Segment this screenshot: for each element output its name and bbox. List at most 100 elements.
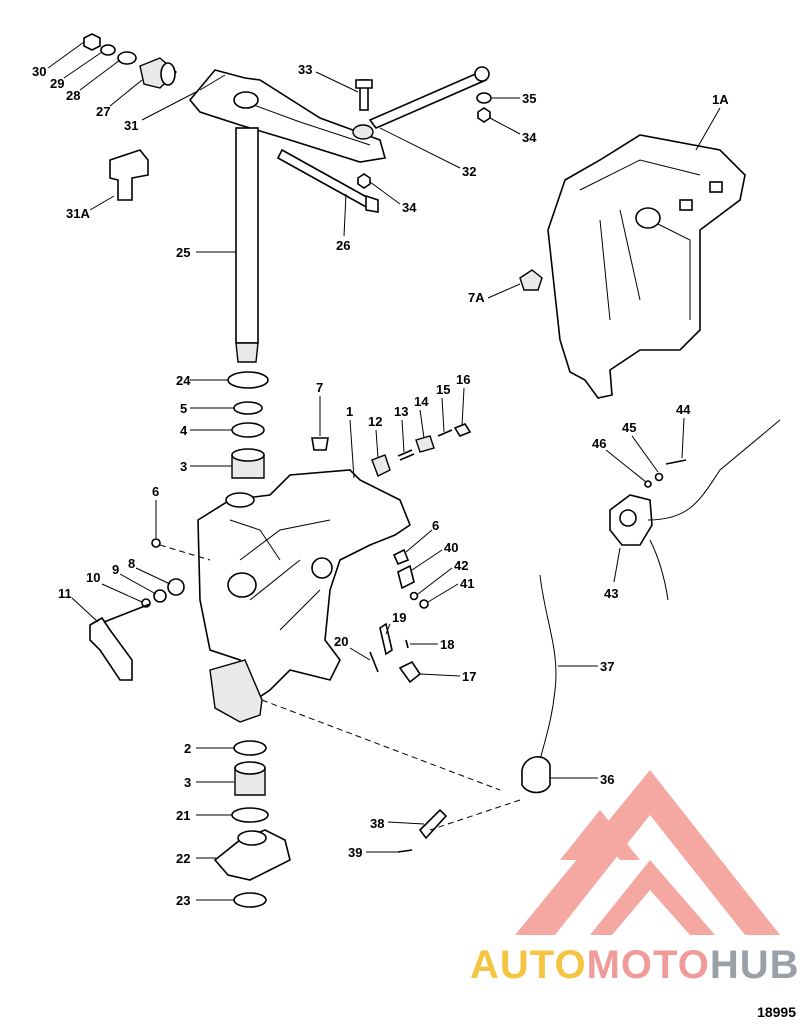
part-steering-arm-edge — [199, 74, 371, 146]
callout-8: 8 — [128, 556, 135, 571]
callout-43: 43 — [604, 586, 618, 601]
leader-19 — [385, 623, 391, 635]
leader-16 — [461, 387, 465, 427]
leader-40 — [411, 549, 443, 571]
part-ring-23 — [233, 892, 267, 908]
leader-26 — [343, 193, 347, 237]
callout-15: 15 — [436, 382, 450, 397]
callout-35: 35 — [522, 91, 536, 106]
trim-sender-group — [397, 419, 781, 853]
part-spring-19 — [379, 622, 393, 656]
leader-28 — [79, 59, 121, 91]
leader-27 — [109, 79, 143, 107]
callout-41: 41 — [460, 576, 474, 591]
part-ring-5 — [233, 401, 263, 415]
swivel-housing — [89, 423, 472, 723]
part-housing-pivot — [311, 557, 333, 579]
part-housing-top-bore — [225, 492, 255, 508]
callout-19: 19 — [392, 610, 406, 625]
part-screw-41 — [419, 599, 429, 609]
leader-12 — [375, 429, 379, 459]
callout-31: 31 — [124, 118, 138, 133]
part-link-rod-ball — [352, 124, 374, 140]
callout-36: 36 — [600, 772, 614, 787]
callout-34-upper: 34 — [522, 130, 537, 145]
part-washer-28 — [117, 51, 137, 65]
leader-7a — [487, 283, 521, 299]
part-clamp-17 — [398, 660, 422, 684]
part-trim-unit-36 — [521, 756, 551, 794]
callout-labels: 30 29 28 27 31 31A 33 35 34 32 34 26 25 … — [32, 62, 729, 908]
callout-46: 46 — [592, 436, 606, 451]
callout-2: 2 — [184, 741, 191, 756]
callout-26: 26 — [336, 238, 350, 253]
part-cable-37 — [539, 574, 557, 761]
part-bushing-3-upper-top — [231, 448, 265, 462]
callout-14: 14 — [414, 394, 429, 409]
leader-1a — [695, 107, 721, 151]
leader-1 — [349, 419, 355, 479]
part-nut-34-lower — [357, 173, 371, 189]
part-fitting-6-left — [151, 538, 161, 548]
part-bushing-3-lower-top — [234, 761, 266, 775]
callout-27: 27 — [96, 104, 110, 119]
part-washer-21 — [231, 807, 269, 823]
callout-17: 17 — [462, 669, 476, 684]
part-swivel-bracket-ribs — [579, 159, 701, 321]
callout-7a: 7A — [468, 290, 485, 305]
brand-hub: HUB — [710, 943, 800, 987]
callout-30: 30 — [32, 64, 46, 79]
drawing-number: 18995 — [757, 1004, 796, 1020]
callout-3-lower: 3 — [184, 775, 191, 790]
callout-4: 4 — [180, 423, 188, 438]
callout-13: 13 — [394, 404, 408, 419]
callout-28: 28 — [66, 88, 80, 103]
part-ring-4 — [231, 422, 265, 438]
callout-20: 20 — [334, 634, 348, 649]
callout-6-right: 6 — [432, 518, 439, 533]
leader-9 — [119, 573, 157, 595]
logo-stripe — [560, 810, 640, 860]
leader-14 — [419, 409, 425, 439]
callout-40: 40 — [444, 540, 458, 555]
callout-18: 18 — [440, 637, 454, 652]
leader-13 — [401, 419, 405, 453]
part-sender-wire — [647, 419, 781, 601]
callout-16: 16 — [456, 372, 470, 387]
steering-arm-group — [83, 33, 492, 363]
part-washer-29 — [100, 44, 116, 56]
leader-6-right — [405, 529, 433, 553]
part-clamp-40 — [397, 564, 415, 590]
leader-30 — [47, 41, 85, 69]
part-seal-24 — [227, 371, 269, 389]
part-swivel-bracket-body — [547, 134, 746, 399]
part-bushing-12 — [371, 454, 391, 477]
part-bolt-33-head — [355, 79, 373, 89]
leader-17 — [419, 673, 461, 677]
leader-29 — [63, 51, 103, 79]
callout-11: 11 — [58, 586, 72, 601]
watermark-logo — [515, 770, 780, 935]
callout-25: 25 — [176, 245, 190, 260]
part-link-rod — [368, 71, 488, 129]
leader-34-upper — [489, 117, 521, 135]
leader-38 — [387, 821, 425, 825]
leader-15 — [441, 397, 445, 433]
callout-42: 42 — [454, 558, 468, 573]
part-tube-splines — [235, 342, 259, 363]
leader-lines — [47, 41, 721, 901]
watermark-brand-text: AUTOMOTOHUB — [470, 943, 800, 987]
callout-3-upper: 3 — [180, 459, 187, 474]
part-swivel-bracket-bore — [635, 207, 661, 229]
leader-31 — [141, 91, 197, 121]
leader-42 — [417, 567, 453, 595]
part-screw-39 — [397, 849, 413, 853]
callout-9: 9 — [112, 562, 119, 577]
part-arm-hole — [233, 91, 259, 109]
callout-44: 44 — [676, 402, 691, 417]
leader-34-lower — [369, 181, 401, 205]
part-washer-35 — [476, 92, 492, 104]
part-housing-side-bore — [227, 572, 257, 598]
part-nut-14 — [415, 435, 435, 453]
